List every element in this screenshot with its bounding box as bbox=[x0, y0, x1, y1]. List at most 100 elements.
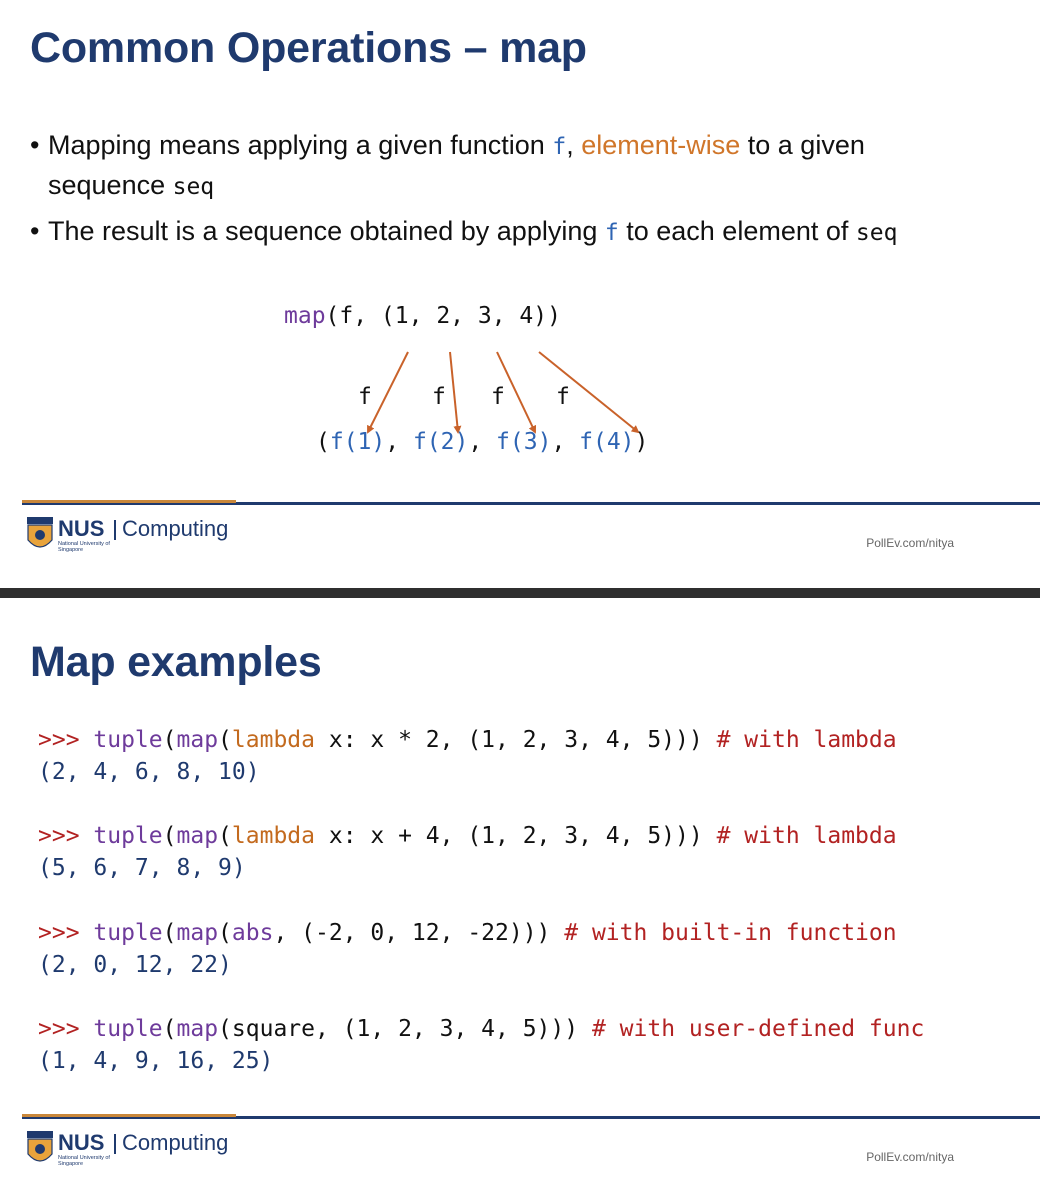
result-item: f(2) bbox=[412, 429, 469, 455]
bullet-text: sequence bbox=[48, 170, 173, 200]
code-f: f bbox=[552, 134, 567, 160]
fn-tuple: tuple bbox=[93, 727, 163, 753]
mapped-func: square bbox=[231, 1016, 315, 1042]
code-result: (5, 6, 7, 8, 9) bbox=[38, 855, 246, 881]
paren: ( bbox=[162, 1016, 177, 1042]
logo-nus-text: NUS bbox=[58, 1130, 105, 1155]
bullet-text: The result is a sequence obtained by app… bbox=[48, 216, 605, 246]
prompt: >>> bbox=[38, 1016, 94, 1042]
mapped-func: abs bbox=[231, 920, 274, 946]
code-args: x: x * 2, (1, 2, 3, 4, 5))) bbox=[315, 727, 717, 753]
logo-subtitle: National University of Singapore bbox=[58, 1155, 110, 1167]
nus-computing-logo: NUS Computing National University of Sin… bbox=[26, 1130, 236, 1174]
map-arrows bbox=[367, 351, 640, 434]
fn-map: map bbox=[176, 1016, 219, 1042]
paren: ( bbox=[162, 920, 177, 946]
mapped-func: lambda bbox=[231, 727, 315, 753]
arrow-3 bbox=[496, 351, 537, 434]
footer-rule bbox=[22, 1116, 1040, 1119]
prompt: >>> bbox=[38, 920, 94, 946]
arrow-4 bbox=[538, 351, 640, 434]
arrow-1 bbox=[367, 351, 409, 434]
paren: ( bbox=[218, 727, 232, 753]
prompt: >>> bbox=[38, 727, 94, 753]
bullet-text: Mapping means applying a given function bbox=[48, 130, 553, 160]
bullet-list: • Mapping means applying a given functio… bbox=[30, 126, 990, 258]
separator: , bbox=[468, 429, 497, 455]
arrow-label-f: f bbox=[491, 384, 505, 410]
logo-nus-text: NUS bbox=[58, 516, 105, 541]
logo-subtitle: National University of Singapore bbox=[58, 541, 110, 553]
fn-map: map bbox=[176, 823, 219, 849]
slide-common-operations-map: Common Operations – map • Mapping means … bbox=[0, 0, 1040, 588]
footer-rule bbox=[22, 502, 1040, 505]
slide-divider bbox=[0, 588, 1040, 598]
footer-rule-accent bbox=[22, 1114, 236, 1117]
code-result: (1, 4, 9, 16, 25) bbox=[38, 1048, 274, 1074]
code-comment: # with lambda bbox=[716, 823, 897, 849]
result-item: f(4) bbox=[579, 429, 635, 455]
bullet-dot-icon: • bbox=[30, 216, 40, 246]
paren: ( bbox=[218, 920, 232, 946]
logo-computing-text: Computing bbox=[122, 1130, 229, 1155]
result-item: f(1) bbox=[329, 429, 386, 455]
fn-tuple: tuple bbox=[93, 1016, 163, 1042]
nus-crest-icon bbox=[27, 517, 53, 548]
code-example: >>> tuple(map(lambda x: x * 2, (1, 2, 3,… bbox=[38, 724, 897, 788]
paren: ( bbox=[162, 727, 177, 753]
highlight-element-wise: element-wise bbox=[581, 130, 741, 160]
arrow-label-f: f bbox=[358, 384, 372, 410]
code-comment: # with lambda bbox=[716, 727, 897, 753]
slide-map-examples: Map examples >>> tuple(map(lambda x: x *… bbox=[0, 598, 1040, 1184]
mapped-func: lambda bbox=[231, 823, 315, 849]
prompt: >>> bbox=[38, 823, 94, 849]
paren: ( bbox=[218, 823, 232, 849]
result-item: f(3) bbox=[496, 429, 552, 455]
footer-rule-accent bbox=[22, 500, 236, 503]
code-example: >>> tuple(map(lambda x: x + 4, (1, 2, 3,… bbox=[38, 820, 897, 884]
logo-separator bbox=[114, 520, 116, 540]
code-seq: seq bbox=[855, 220, 898, 246]
map-args: (f, (1, 2, 3, 4)) bbox=[325, 303, 561, 329]
result-tuple: (f(1), f(2), f(3), f(4)) bbox=[316, 429, 648, 455]
bullet-text: to each element of bbox=[618, 216, 856, 246]
bullet-item: • Mapping means applying a given functio… bbox=[30, 126, 990, 206]
code-comment: # with user-defined func bbox=[591, 1016, 925, 1042]
separator: , bbox=[551, 429, 580, 455]
code-args: , (-2, 0, 12, -22))) bbox=[273, 920, 565, 946]
fn-tuple: tuple bbox=[93, 920, 163, 946]
map-diagram: map(f, (1, 2, 3, 4)) f f f f (f(1), f(2)… bbox=[0, 290, 1040, 480]
code-seq: seq bbox=[172, 174, 215, 200]
code-example: >>> tuple(map(abs, (-2, 0, 12, -22))) # … bbox=[38, 917, 897, 981]
slide-title: Map examples bbox=[30, 638, 322, 686]
arrow-label-f: f bbox=[432, 384, 446, 410]
code-args: , (1, 2, 3, 4, 5))) bbox=[315, 1016, 592, 1042]
fn-map: map bbox=[176, 920, 219, 946]
code-args: x: x + 4, (1, 2, 3, 4, 5))) bbox=[315, 823, 717, 849]
bullet-text: to a given bbox=[740, 130, 865, 160]
map-call: map(f, (1, 2, 3, 4)) bbox=[284, 303, 561, 329]
logo-computing-text: Computing bbox=[122, 516, 229, 541]
map-fn-name: map bbox=[284, 303, 326, 329]
fn-tuple: tuple bbox=[93, 823, 163, 849]
slide-title: Common Operations – map bbox=[30, 24, 587, 72]
code-result: (2, 4, 6, 8, 10) bbox=[38, 759, 260, 785]
bullet-item: • The result is a sequence obtained by a… bbox=[30, 212, 990, 252]
arrow-2 bbox=[449, 351, 462, 434]
pollev-link: PollEv.com/nitya bbox=[866, 1150, 954, 1164]
paren: ( bbox=[162, 823, 177, 849]
logo-separator bbox=[114, 1134, 116, 1154]
paren: ( bbox=[218, 1016, 232, 1042]
arrow-label-f: f bbox=[556, 384, 570, 410]
nus-computing-logo: NUS Computing National University of Sin… bbox=[26, 516, 236, 560]
paren: ( bbox=[316, 429, 330, 455]
code-f: f bbox=[604, 220, 619, 246]
bullet-text: , bbox=[566, 130, 582, 160]
pollev-link: PollEv.com/nitya bbox=[866, 536, 954, 550]
fn-map: map bbox=[176, 727, 219, 753]
nus-crest-icon bbox=[27, 1131, 53, 1162]
code-comment: # with built-in function bbox=[564, 920, 897, 946]
separator: , bbox=[385, 429, 413, 455]
code-result: (2, 0, 12, 22) bbox=[38, 952, 232, 978]
code-example: >>> tuple(map(square, (1, 2, 3, 4, 5))) … bbox=[38, 1013, 924, 1077]
